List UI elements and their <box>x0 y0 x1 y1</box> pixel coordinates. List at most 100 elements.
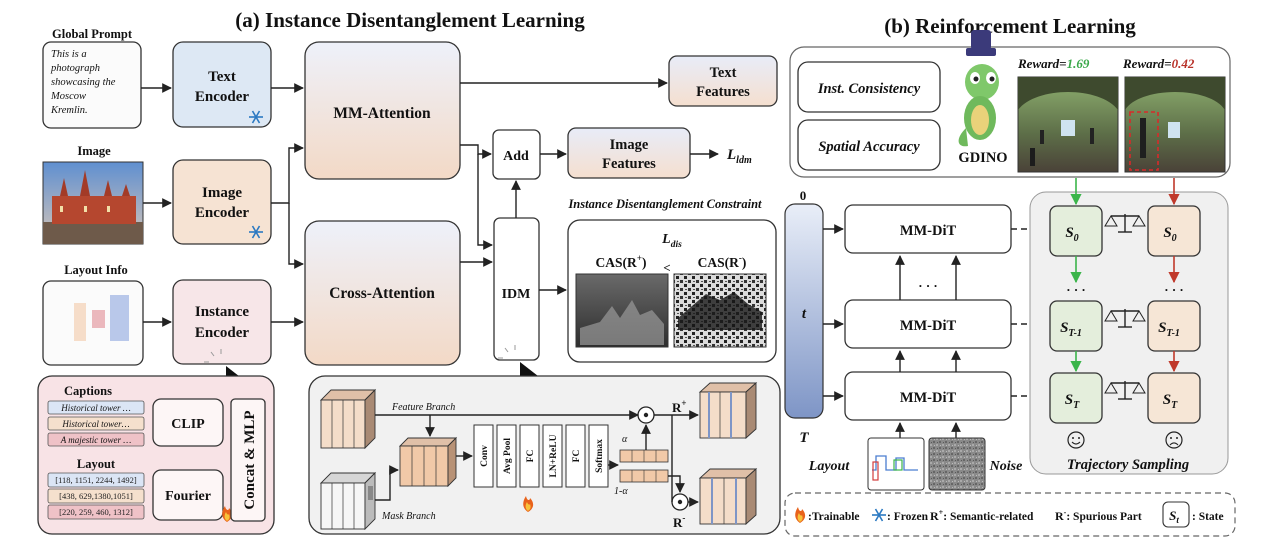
state-column-bad: S0 · · · ST-1 ST <box>1147 205 1201 424</box>
gdino-mascot-icon <box>958 30 999 147</box>
alpha-weight-tensor <box>619 449 669 463</box>
instance-encoder-label-2: Encoder <box>195 325 250 341</box>
layout-info-label: Layout Info <box>64 263 128 277</box>
caption-chip-1 <box>47 400 145 415</box>
layout-chip-2 <box>47 488 145 504</box>
r-plus-label: R+ <box>672 398 687 415</box>
concat-mlp-label: Concat & MLP <box>242 410 258 509</box>
svg-text:Softmax: Softmax <box>595 439 605 473</box>
connectors-idm-detail <box>375 410 699 507</box>
layout-box-1 <box>74 303 86 341</box>
cross-attention-box <box>304 220 461 366</box>
l-ldm-label: Lldm <box>726 147 752 166</box>
legend-state: : State <box>1192 511 1224 523</box>
text-features-label-2: Features <box>696 84 750 100</box>
svg-text:FC: FC <box>572 450 582 463</box>
multiply-node-bottom <box>671 493 689 511</box>
trajectory-label: Trajectory Sampling <box>1067 457 1189 473</box>
one-minus-alpha-label: 1-α <box>614 486 628 497</box>
concat-mlp-box <box>230 398 266 522</box>
global-prompt-label: Global Prompt <box>52 27 133 41</box>
scale-icon <box>1104 381 1146 400</box>
clip-label: CLIP <box>171 417 205 432</box>
heatmap-positive <box>575 273 669 348</box>
clip-box <box>152 398 224 447</box>
inst-consistency-box <box>797 61 941 113</box>
spatial-accuracy-box <box>797 119 941 171</box>
legend-frozen: : Frozen <box>887 511 929 523</box>
svg-text:· · ·: · · · <box>1164 282 1184 297</box>
global-prompt-text: This is a photograph showcasing the Mosc… <box>50 49 116 116</box>
mm-attention-label: MM-Attention <box>333 105 431 122</box>
fused-tensor <box>398 436 458 488</box>
caption-chip-3 <box>47 432 145 447</box>
kremlin-photo <box>42 161 144 245</box>
generated-photo-bad <box>1124 76 1226 173</box>
caption-chip-2 <box>47 416 145 431</box>
mmdit-label-mid: MM-DiT <box>900 318 957 334</box>
smile-icon <box>1067 431 1085 449</box>
cursor-icon <box>498 345 538 386</box>
section-title-b: (b) Reinforcement Learning <box>884 14 1136 38</box>
image-encoder-box <box>172 159 272 245</box>
section-title-a: (a) Instance Disentanglement Learning <box>235 8 585 32</box>
caption-text-1: Historical tower … <box>60 403 131 413</box>
image-encoder-label-1: Image <box>202 185 242 201</box>
fourier-label: Fourier <box>165 489 211 504</box>
timestep-mid-label: t <box>802 306 807 322</box>
legend-trainable: :Trainable <box>808 511 860 523</box>
mmdit-label-top: MM-DiT <box>900 223 957 239</box>
feature-branch-tensor <box>319 388 377 450</box>
svg-text:· · ·: · · · <box>1066 282 1086 297</box>
caption-text-2: Historical tower… <box>61 419 129 429</box>
svg-text:ST-1: ST-1 <box>1158 320 1180 339</box>
cross-attention-label: Cross-Attention <box>329 285 435 302</box>
text-features-label-1: Text <box>710 65 737 81</box>
feature-branch-label: Feature Branch <box>391 402 455 413</box>
timestep-bottom-label: T <box>799 430 809 446</box>
caption-text-3: A majestic tower … <box>60 435 132 445</box>
svg-text:Conv: Conv <box>480 445 490 467</box>
svg-text:S0: S0 <box>1163 225 1176 244</box>
noise-image <box>928 437 986 491</box>
generated-photo-good <box>1017 76 1119 173</box>
svg-text:photograph: photograph <box>50 63 100 74</box>
constraint-title: Instance Disentanglement Constraint <box>567 197 762 211</box>
svg-text:Kremlin.: Kremlin. <box>50 105 88 116</box>
svg-text:Moscow: Moscow <box>50 91 86 102</box>
scale-icon <box>1104 309 1146 328</box>
text-encoder-label-2: Encoder <box>195 89 250 105</box>
snowflake-icon <box>249 225 263 239</box>
svg-text:ST: ST <box>1163 392 1178 411</box>
mask-branch-tensor <box>319 471 377 531</box>
l-dis-label: Ldis <box>661 232 682 250</box>
instance-encoder-box <box>172 279 272 365</box>
image-label: Image <box>77 144 111 158</box>
layout-condition-image <box>867 437 925 491</box>
trajectory-arrows <box>1070 178 1180 373</box>
gdino-label: GDINO <box>958 150 1007 166</box>
svg-text:ST-1: ST-1 <box>1060 320 1082 339</box>
svg-text:S0: S0 <box>1065 225 1078 244</box>
noise-label: Noise <box>989 459 1023 474</box>
mask-branch-label: Mask Branch <box>381 511 436 522</box>
one-minus-alpha-weight-tensor <box>619 469 669 483</box>
layout-coords-1: [118, 1151, 2244, 1492] <box>55 475 137 485</box>
reward-bad-label: Reward=0.42 <box>1122 56 1195 71</box>
svg-text:Avg Pool: Avg Pool <box>503 438 513 474</box>
fourier-box <box>152 469 224 521</box>
multiply-node-top <box>637 406 655 424</box>
svg-text:This is a: This is a <box>51 49 87 60</box>
heatmap-negative <box>673 273 767 348</box>
connectors-a <box>141 78 719 327</box>
layout-chip-3 <box>47 504 145 520</box>
less-than-sign: < <box>663 260 670 275</box>
image-features-box <box>567 127 691 179</box>
flame-icon <box>523 496 534 512</box>
instance-encoder-label-1: Instance <box>195 304 250 320</box>
legend-state-box <box>1162 501 1190 528</box>
mmdit-label-bottom: MM-DiT <box>900 390 957 406</box>
alpha-label: α <box>622 434 628 445</box>
legend-r-plus: R+: Semantic-related <box>930 508 1034 523</box>
layout-coords-3: [220, 259, 460, 1312] <box>59 507 133 517</box>
